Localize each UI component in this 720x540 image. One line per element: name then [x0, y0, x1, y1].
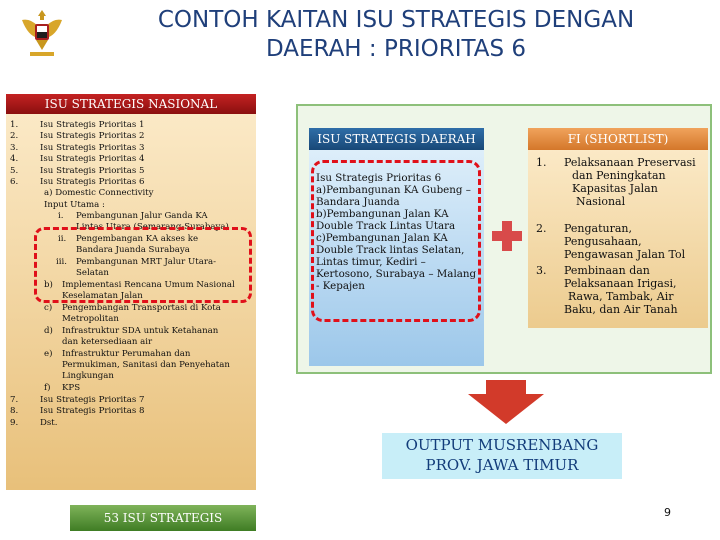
- isu-strategis-count-bar: 53 ISU STRATEGIS: [70, 505, 256, 531]
- item-text: Isu Strategis Prioritas 7: [40, 395, 145, 405]
- item-number: 2.: [10, 131, 19, 142]
- fi-line: dan Peningkatan: [572, 169, 666, 182]
- item-number: 1.: [10, 120, 19, 130]
- fi-line: Nasional: [576, 195, 626, 208]
- roman-text: Selatan: [76, 268, 109, 278]
- roman-number: ii.: [58, 234, 67, 244]
- output-musrenbang-box: OUTPUT MUSRENBANG PROV. JAWA TIMUR: [382, 433, 622, 479]
- item-number: 7.: [10, 395, 19, 405]
- sub-text: Infrastruktur SDA untuk Ketahanan: [62, 326, 219, 336]
- daerah-line: Kertosono, Surabaya – Malang: [316, 268, 477, 280]
- list-item: 3. Isu Strategis Prioritas 3: [6, 143, 256, 154]
- sub-letter: d): [44, 326, 53, 336]
- daerah-line: b)Pembangunan Jalan KA: [316, 208, 449, 220]
- sub-text: Metropolitan: [62, 314, 119, 324]
- input-utama-label: Input Utama :: [44, 200, 105, 210]
- daerah-line: Lintas timur, Kediri –: [316, 256, 426, 268]
- sub-letter: f): [44, 383, 51, 393]
- list-item: 4. Isu Strategis Prioritas 4: [6, 154, 256, 165]
- fi-line: Kapasitas Jalan: [572, 182, 658, 195]
- sub-item-a: a) Domestic Connectivity: [44, 188, 154, 198]
- list-item: 5. Isu Strategis Prioritas 5: [6, 166, 256, 177]
- page-title: CONTOH KAITAN ISU STRATEGIS DENGAN DAERA…: [96, 6, 696, 64]
- list-item: 2. Isu Strategis Prioritas 2: [6, 131, 256, 142]
- roman-text: Pembangunan MRT Jalur Utara-: [76, 257, 216, 267]
- item-number: 8.: [10, 406, 19, 416]
- daerah-line: Double Track Lintas Utara: [316, 220, 456, 232]
- item-number: 9.: [10, 418, 19, 428]
- item-text: Isu Strategis Prioritas 2: [40, 131, 145, 142]
- fi-item: Pelaksanaan Preservasi dan Peningkatan K…: [564, 156, 696, 208]
- item-text: Isu Strategis Prioritas 8: [40, 406, 145, 416]
- garuda-emblem-icon: [22, 10, 62, 56]
- fi-number: 3.: [536, 264, 547, 277]
- sub-text: Pengembangan Transportasi di Kota: [62, 303, 221, 313]
- item-number: 6.: [10, 176, 19, 187]
- fi-line: Rawa, Tambak, Air: [568, 290, 674, 303]
- fi-line: Baku, dan Air Tanah: [564, 303, 678, 316]
- output-line-1: OUTPUT MUSRENBANG: [405, 436, 599, 454]
- plus-icon: [492, 221, 522, 251]
- sub-text: Infrastruktur Perumahan dan: [62, 349, 191, 359]
- roman-text: Pengembangan KA akses ke: [76, 234, 199, 244]
- daerah-line: - Kepajen: [316, 280, 365, 292]
- item-text: Isu Strategis Prioritas 3: [40, 142, 145, 153]
- sub-text: KPS: [62, 383, 81, 393]
- daerah-line: c)Pembangunan Jalan KA: [316, 232, 448, 244]
- item-number: 3.: [10, 142, 19, 153]
- title-line-1: CONTOH KAITAN ISU STRATEGIS DENGAN: [157, 7, 635, 33]
- daerah-panel: [309, 150, 484, 366]
- fi-item: Pembinaan dan Pelaksanaan Irigasi, Rawa,…: [564, 264, 678, 316]
- fi-line: Pengawasan Jalan Tol: [564, 248, 686, 261]
- fi-number: 1.: [536, 156, 547, 169]
- sub-text: Implementasi Rencana Umum Nasional: [62, 280, 235, 290]
- roman-number: i.: [58, 211, 64, 221]
- fi-line: Pelaksanaan Preservasi: [564, 156, 696, 169]
- down-arrow-icon: [468, 380, 544, 424]
- fi-line: Pelaksanaan Irigasi,: [564, 277, 677, 290]
- list-item: 6. Isu Strategis Prioritas 6: [6, 177, 256, 188]
- item-text: Dst.: [40, 418, 58, 428]
- fi-line: Pembinaan dan: [564, 264, 650, 277]
- daerah-line: Double Track lintas Selatan,: [316, 244, 465, 256]
- fi-header: FI (SHORTLIST): [528, 128, 708, 150]
- daerah-highlight-dashed-box: [311, 160, 481, 322]
- highlight-dashed-box: [34, 227, 252, 303]
- roman-number: iii.: [56, 257, 67, 267]
- sub-letter: c): [44, 303, 53, 313]
- daerah-text: Isu Strategis Prioritas 6 a)Pembangunan …: [316, 172, 478, 292]
- sub-letter: e): [44, 349, 53, 359]
- daerah-line: Bandara Juanda: [316, 196, 400, 208]
- title-line-2: DAERAH : PRIORITAS 6: [265, 36, 527, 62]
- item-number: 5.: [10, 165, 19, 176]
- sub-letter: b): [44, 280, 53, 290]
- list-item: 1. Isu Strategis Prioritas 1: [6, 120, 256, 131]
- item-text: Isu Strategis Prioritas 5: [40, 165, 145, 176]
- daerah-line: a)Pembangunan KA Gubeng –: [316, 184, 471, 196]
- fi-item: Pengaturan, Pengusahaan, Pengawasan Jala…: [564, 222, 685, 261]
- item-number: 4.: [10, 154, 19, 165]
- nasional-header: ISU STRATEGIS NASIONAL: [6, 94, 256, 114]
- daerah-line: Isu Strategis Prioritas 6: [316, 172, 442, 184]
- sub-text: dan ketersediaan air: [62, 337, 153, 347]
- fi-line: Pengusahaan,: [564, 235, 642, 248]
- nasional-list: 1. Isu Strategis Prioritas 1 2. Isu Strate…: [6, 120, 256, 188]
- daerah-header: ISU STRATEGIS DAERAH: [309, 128, 484, 150]
- roman-text: Pembangunan Jalur Ganda KA: [76, 211, 208, 221]
- fi-line: Pengaturan,: [564, 222, 633, 235]
- item-text: Isu Strategis Prioritas 1: [40, 120, 145, 130]
- item-text: Isu Strategis Prioritas 4: [40, 154, 145, 165]
- sub-text: Lingkungan: [62, 371, 114, 381]
- page-number: 9: [664, 506, 671, 519]
- fi-panel: [528, 150, 708, 328]
- output-line-2: PROV. JAWA TIMUR: [425, 456, 579, 474]
- item-text: Isu Strategis Prioritas 6: [40, 176, 145, 187]
- sub-text: Permukiman, Sanitasi dan Penyehatan: [62, 360, 230, 370]
- fi-number: 2.: [536, 222, 547, 235]
- sub-text: Keselamatan Jalan: [62, 291, 143, 301]
- roman-text: Bandara Juanda Surabaya: [76, 245, 190, 255]
